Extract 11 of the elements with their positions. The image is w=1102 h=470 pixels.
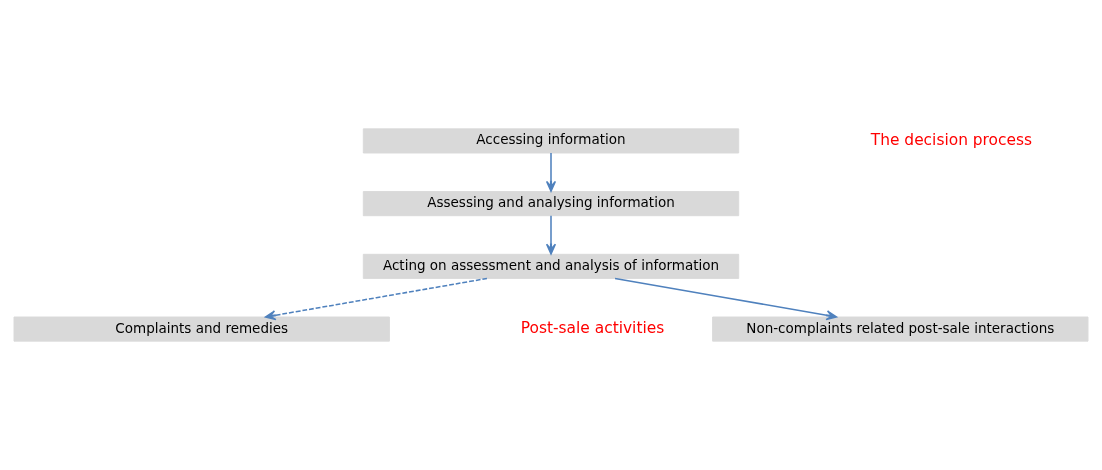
node-box: Acting on assessment and analysis of information xyxy=(362,253,740,279)
label: Post-sale activities xyxy=(520,318,665,337)
arrow xyxy=(264,277,488,321)
label: The decision process xyxy=(870,130,1033,149)
node-box: Accessing information xyxy=(362,128,740,154)
node-box: Assessing and analysing information xyxy=(362,191,740,217)
node-box: Non-complaints related post-sale interactions xyxy=(712,316,1089,342)
node-box: Complaints and remedies xyxy=(13,316,390,342)
arrow xyxy=(545,215,557,255)
arrow xyxy=(614,277,838,321)
arrow xyxy=(545,152,557,192)
